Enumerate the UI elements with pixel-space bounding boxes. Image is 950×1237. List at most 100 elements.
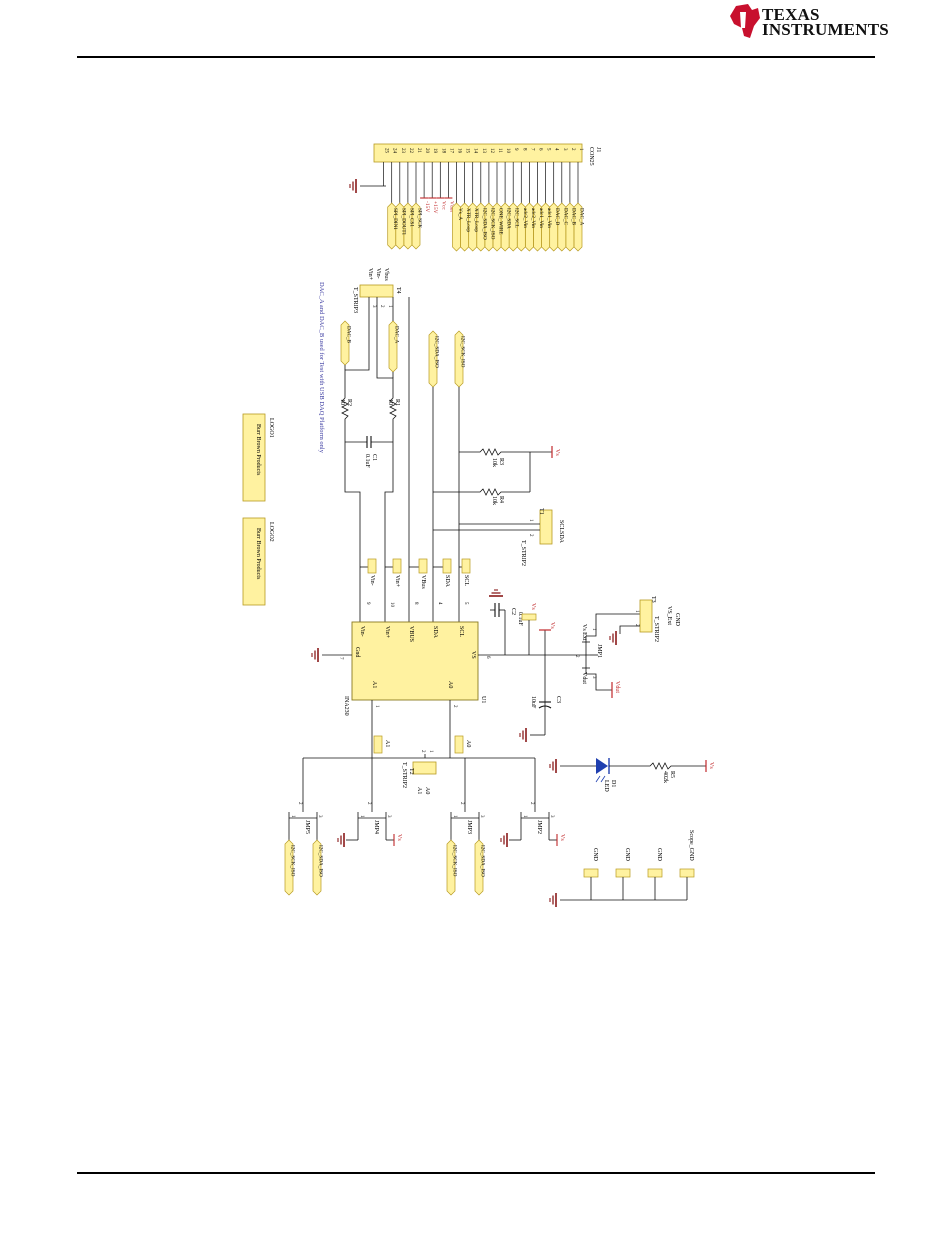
jumper-rails-0: Vs: [337, 832, 402, 848]
c3-capacitor: C3 10uF: [530, 696, 561, 736]
testpoint-0: Vin-: [360, 558, 377, 586]
c2-capacitor: C2 0.1uF: [490, 603, 523, 627]
u1-pinnum-5: 5: [463, 602, 468, 605]
led-ground: [549, 758, 557, 774]
j1-pin-10: 10: [505, 148, 510, 154]
u1-pinnum-6: 6: [485, 656, 490, 659]
t4-terminal-strip: T4 T_STRIP3 Vbus Vin- Vin+ 1 2 3: [352, 268, 401, 313]
r4-resistor: R4 10k: [433, 488, 530, 505]
j1-spi-tag-0-label: SPI_SCK: [417, 208, 423, 228]
d1-value: LED: [603, 780, 609, 792]
j1-net-tag-3-label: DAC_D: [554, 208, 560, 226]
j1-net-tag-14-label: XTR_Loop: [465, 208, 471, 232]
jumper-pin3-3: 3: [549, 815, 554, 818]
testpoint-4: SCL: [459, 558, 471, 586]
jumper-pin1-1: 1: [359, 815, 364, 818]
jmp1-pin-vdut: Vdut: [581, 672, 587, 684]
jumper-pin3-2: 3: [479, 815, 484, 818]
u1-ground: [311, 647, 352, 663]
jumper-pin3-1: 3: [386, 815, 391, 818]
j1-net-tag-9-label: I2C_SDA: [506, 208, 512, 229]
t3-pin2-num: 2: [634, 624, 639, 627]
j1-ground: [349, 178, 386, 194]
gnd-testpoint-2: GND: [647, 848, 663, 900]
c3-ground: [519, 727, 527, 743]
t1-terminal-strip: T1 SCL SDA 1 2 T_STRIP2: [433, 508, 564, 566]
u1-pinnum-1: 1: [374, 705, 379, 708]
bottom-i2c-tag-1: I2C_SDA_ISO: [312, 839, 324, 896]
t3-ground: [609, 630, 617, 646]
j1-pin-20: 20: [424, 148, 429, 154]
gnd-bus-ground: [549, 892, 557, 908]
c2-ref: C2: [510, 608, 516, 615]
u1-pinnum-10: 10: [389, 602, 394, 608]
j1-pin-1: 1: [578, 148, 583, 151]
t2-pin2-num: 2: [420, 750, 425, 753]
u1-pinnum-4: 4: [437, 602, 442, 605]
j1-pin-24: 24: [392, 148, 397, 154]
j1-pin-22: 22: [408, 148, 413, 154]
r1-ref: R1: [394, 399, 400, 406]
ti-logo-line1: TEXAS: [762, 5, 820, 24]
j1-ref: J1: [595, 147, 601, 152]
j1-pin-15: 15: [465, 148, 470, 154]
j1-net-tag-6-label: adc2_Vin: [530, 208, 536, 228]
t3-pin-vsext: VS_Ext: [666, 606, 672, 625]
r4-ref: R4: [498, 496, 504, 503]
t4-pin2-num: 2: [379, 305, 384, 308]
logo1-box: LOGO1 Burr Brown Products: [242, 413, 274, 502]
logo1-ref: LOGO1: [268, 418, 274, 438]
u1-pin-gnd: Gnd: [354, 647, 360, 657]
dac-a-tag-label: DAC_A: [394, 326, 400, 344]
i2c-sck-iso-tag-label: I2C_SCK_ISO: [460, 336, 466, 368]
t3-value: T_STRIP2: [653, 616, 659, 642]
t4-pin-vin-minus: Vin-: [375, 268, 381, 279]
j1-connector: 1234567891011121314151617181920212223242…: [373, 143, 601, 214]
jumper-ref-2: JMP3: [466, 820, 472, 834]
t4-value: T_STRIP3: [352, 287, 358, 313]
r3-ref: R3: [498, 458, 504, 465]
u1-value: INA230: [343, 696, 349, 716]
bottom-i2c-tag-2: I2C_SCK_ISO: [446, 839, 458, 896]
a1-testpoint: A1: [373, 735, 390, 754]
dac-b-tag: DAC_B: [340, 320, 352, 366]
t1-pin-scl: SCL: [558, 520, 564, 531]
vdut-power-label: Vdut: [614, 681, 620, 693]
jmp1-ref: JMP1: [596, 644, 602, 658]
j1-power-0: Vdut: [448, 201, 454, 212]
bottom-i2c-tag-1-label: I2C_SDA_ISO: [318, 845, 324, 877]
jmp1-pin3: 3: [591, 676, 596, 679]
r3-r4-vs-rail: Vs: [529, 446, 560, 492]
vs-label-mid: Vs: [530, 603, 536, 610]
t1-pin-sda: SDA: [558, 531, 564, 544]
logo2-box: LOGO2 Burr Brown Products: [242, 517, 274, 606]
t2-pin-a0: A0: [424, 787, 430, 794]
t1-pin2-num: 2: [528, 534, 533, 537]
u1-pinnum-7: 7: [338, 657, 343, 660]
j1-net-tag-2-label: DAC_C: [562, 208, 568, 226]
jumper-ref-1: JMP4: [373, 820, 379, 834]
t4-ref: T4: [395, 287, 401, 294]
t1-ref: T1: [538, 508, 544, 515]
jumper-pin2-0: 2: [297, 802, 302, 805]
bottom-i2c-tag-0-label: I2C_SCK_ISO: [290, 845, 296, 877]
jumper-pin2-2: 2: [459, 802, 464, 805]
u1-pin-vs: VS: [470, 651, 476, 659]
j1-pin-3: 3: [562, 148, 567, 151]
a0-testpoint-label: A0: [465, 740, 471, 747]
c1-value: 0.1uF: [364, 454, 370, 469]
j1-net-tag-10-label: ONE_WIRE: [498, 208, 504, 235]
j1-pin-4: 4: [554, 148, 559, 151]
j1-pin-12: 12: [489, 148, 494, 154]
r3-value: 10k: [491, 458, 497, 467]
r5-ref: R5: [669, 771, 675, 778]
j1-spi-tag-1-label: SPI_CS1: [408, 208, 414, 227]
c3-ref: C3: [555, 696, 561, 703]
j1-pin-16: 16: [457, 148, 462, 154]
j1-pin-9: 9: [513, 148, 518, 151]
i2c-sda-iso-tag-label: I2C_SDA_ISO: [434, 336, 440, 368]
j1-power-1: Vcc: [440, 201, 446, 210]
t4-pin-vin-plus: Vin+: [367, 268, 373, 281]
j1-pin-19: 19: [432, 148, 437, 154]
